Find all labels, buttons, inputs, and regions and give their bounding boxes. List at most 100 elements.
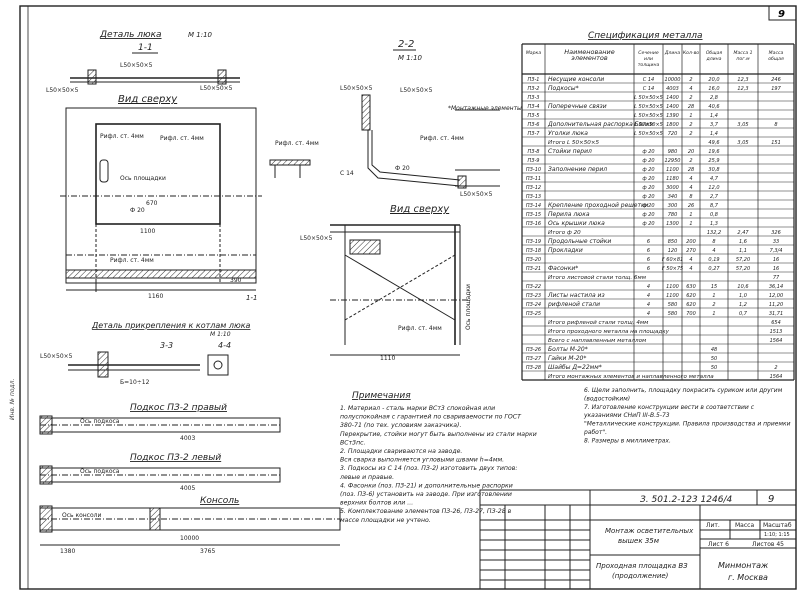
spec-value-cell: ф 20 xyxy=(642,149,654,155)
top-view-2: Вид сверху L50×50×5 Рифл. ст. 4мм 1110 О… xyxy=(300,204,472,362)
spec-value-cell: 850 xyxy=(668,239,678,245)
spec-value-cell: 49,6 xyxy=(708,140,719,146)
note-line: 2. Площадки свариваются на заводе. xyxy=(340,448,462,455)
spec-value-cell: 4 xyxy=(712,248,715,254)
note-line: 5. Комплектование элементов ПЗ-26, ПЗ-27… xyxy=(340,508,512,515)
spec-value-cell: 4 xyxy=(647,311,650,317)
spec-value-cell: 1,1 xyxy=(739,248,747,254)
spec-value-cell: 2 xyxy=(774,365,777,371)
spec-header-cell: общая xyxy=(768,56,784,62)
spec-header-cell: толщина xyxy=(638,63,660,68)
spec-value-cell: F 60×81 xyxy=(662,257,683,263)
sheet-frame xyxy=(19,5,797,590)
spec-name-cell: Крепление проходной решетки xyxy=(548,202,649,209)
spec-value-cell: 132,2 xyxy=(707,230,721,236)
spec-value-cell: 1564 xyxy=(770,338,783,344)
note-line: (поз. ПЗ-6) установить на заводе. При из… xyxy=(340,491,512,498)
stamp-sheet-number: 9 xyxy=(768,494,774,505)
spec-value-cell: 2 xyxy=(689,131,692,137)
spec-header-cell: Масса xyxy=(769,50,784,56)
stamp-code: З. 501.2-123 1246/4 xyxy=(640,495,732,505)
spec-value-cell: 2 xyxy=(689,158,692,164)
spec-value-cell: 25,9 xyxy=(708,158,719,164)
spec-value-cell: 3000 xyxy=(666,185,679,191)
spec-value-cell: 3,7 xyxy=(710,122,719,128)
spec-value-cell: 8 xyxy=(689,194,692,200)
spec-total-label: Итого монтажных элементов и наплавленног… xyxy=(548,374,714,380)
spec-mark-cell: ПЗ-11 xyxy=(526,176,541,182)
spec-value-cell: 0,7 xyxy=(739,311,748,317)
spec-header-cell: длина xyxy=(706,57,722,62)
svg-text:L50×50×5: L50×50×5 xyxy=(46,87,79,94)
spec-value-cell: 300 xyxy=(668,203,678,209)
brace-right-label: Подкос ПЗ-2 правый xyxy=(130,403,227,413)
spec-value-cell: 630 xyxy=(686,284,696,290)
spec-value-cell: 580 xyxy=(668,302,678,308)
corner-sheet-box xyxy=(768,5,797,21)
note-line: 4. Фасонки (поз. ПЗ-21) и дополнительные… xyxy=(340,482,513,489)
spec-value-cell: L 50×50×5 xyxy=(634,95,663,101)
spec-value-cell: 1800 xyxy=(666,122,679,128)
spec-value-cell: 6 xyxy=(647,248,650,254)
note-line: (водостойким) xyxy=(584,395,630,402)
spec-header-cell: Сечение xyxy=(638,50,659,56)
spec-value-cell: 36,14 xyxy=(769,284,783,290)
spec-name-cell: Подкосы* xyxy=(548,85,579,92)
svg-text:Рифл. ст. 4мм: Рифл. ст. 4мм xyxy=(100,133,144,140)
spec-name-cell: Листы настила из xyxy=(547,292,605,299)
spec-value-cell: 1,3 xyxy=(710,221,718,227)
spec-value-cell: 16,0 xyxy=(708,86,719,92)
stamp-name-2: вышек 35м xyxy=(618,537,660,545)
note-line: "Металлические конструкции. Правила прои… xyxy=(584,421,791,428)
spec-value-cell: 10000 xyxy=(665,77,681,83)
spec-name-cell: Перила люка xyxy=(548,211,590,218)
spec-total-label: Итого L 50×50×5 xyxy=(548,140,600,146)
spec-value-cell: 620 xyxy=(686,302,696,308)
spec-header-cell: Наименование xyxy=(564,48,615,56)
spec-value-cell: 28 xyxy=(688,167,694,173)
spec-total-label: Итого проходного металла на площадку xyxy=(548,329,670,335)
spec-value-cell: 4,7 xyxy=(710,176,719,182)
spec-value-cell: ф 20 xyxy=(642,194,654,200)
spec-value-cell: 10,6 xyxy=(737,284,748,290)
spec-value-cell: ф 20 xyxy=(642,212,654,218)
spec-total-label: Итого ф 20 xyxy=(548,230,581,236)
spec-value-cell: 980 xyxy=(668,149,678,155)
spec-mark-cell: ПЗ-23 xyxy=(526,293,541,299)
section-1-1-label: 1-1 xyxy=(138,43,153,53)
detail-hatch-title: Деталь люка xyxy=(99,30,162,40)
spec-value-cell: 12,3 xyxy=(737,86,748,92)
spec-mark-cell: ПЗ-19 xyxy=(526,239,541,245)
spec-value-cell: 6 xyxy=(647,266,650,272)
spec-mark-cell: ПЗ-3 xyxy=(528,95,540,101)
spec-value-cell: F 50×75 xyxy=(662,266,683,272)
svg-text:L50×50×5: L50×50×5 xyxy=(400,87,433,94)
spec-mark-cell: ПЗ-22 xyxy=(526,284,541,290)
svg-text:4005: 4005 xyxy=(180,485,195,492)
note-line: верхних болтов или ... xyxy=(340,499,413,507)
svg-text:L50×50×5: L50×50×5 xyxy=(40,353,73,360)
spec-name-cell: Гайки М-20* xyxy=(548,355,586,362)
section-2-2-scale: М 1:10 xyxy=(398,54,423,62)
spec-value-cell: 326 xyxy=(771,230,781,236)
spec-value-cell: 31,71 xyxy=(769,311,783,317)
stamp-sheet-2: (продолжение) xyxy=(612,572,669,580)
spec-value-cell: С 14 xyxy=(643,77,654,83)
spec-value-cell: 2,7 xyxy=(710,194,719,200)
spec-value-cell: 2 xyxy=(712,302,715,308)
spec-value-cell: 780 xyxy=(668,212,678,218)
spec-mark-cell: ПЗ-14 xyxy=(526,203,541,209)
spec-value-cell: 1 xyxy=(689,212,692,218)
spec-mark-cell: ПЗ-8 xyxy=(528,149,540,155)
spec-value-cell: 1 xyxy=(712,293,715,299)
svg-text:390: 390 xyxy=(230,277,242,284)
spec-value-cell: L 50×50×5 xyxy=(634,131,663,137)
spec-value-cell: 270 xyxy=(686,248,696,254)
spec-value-cell: 1100 xyxy=(666,284,679,290)
spec-value-cell: 4 xyxy=(689,176,692,182)
spec-value-cell: 16 xyxy=(773,257,779,263)
section-2-2-view: 2-2 М 1:10 L50×50×5 L50×50×5 С 14 Ф 20 L… xyxy=(269,39,522,198)
spec-value-cell: 200 xyxy=(686,239,696,245)
spec-value-cell: 340 xyxy=(668,194,678,200)
